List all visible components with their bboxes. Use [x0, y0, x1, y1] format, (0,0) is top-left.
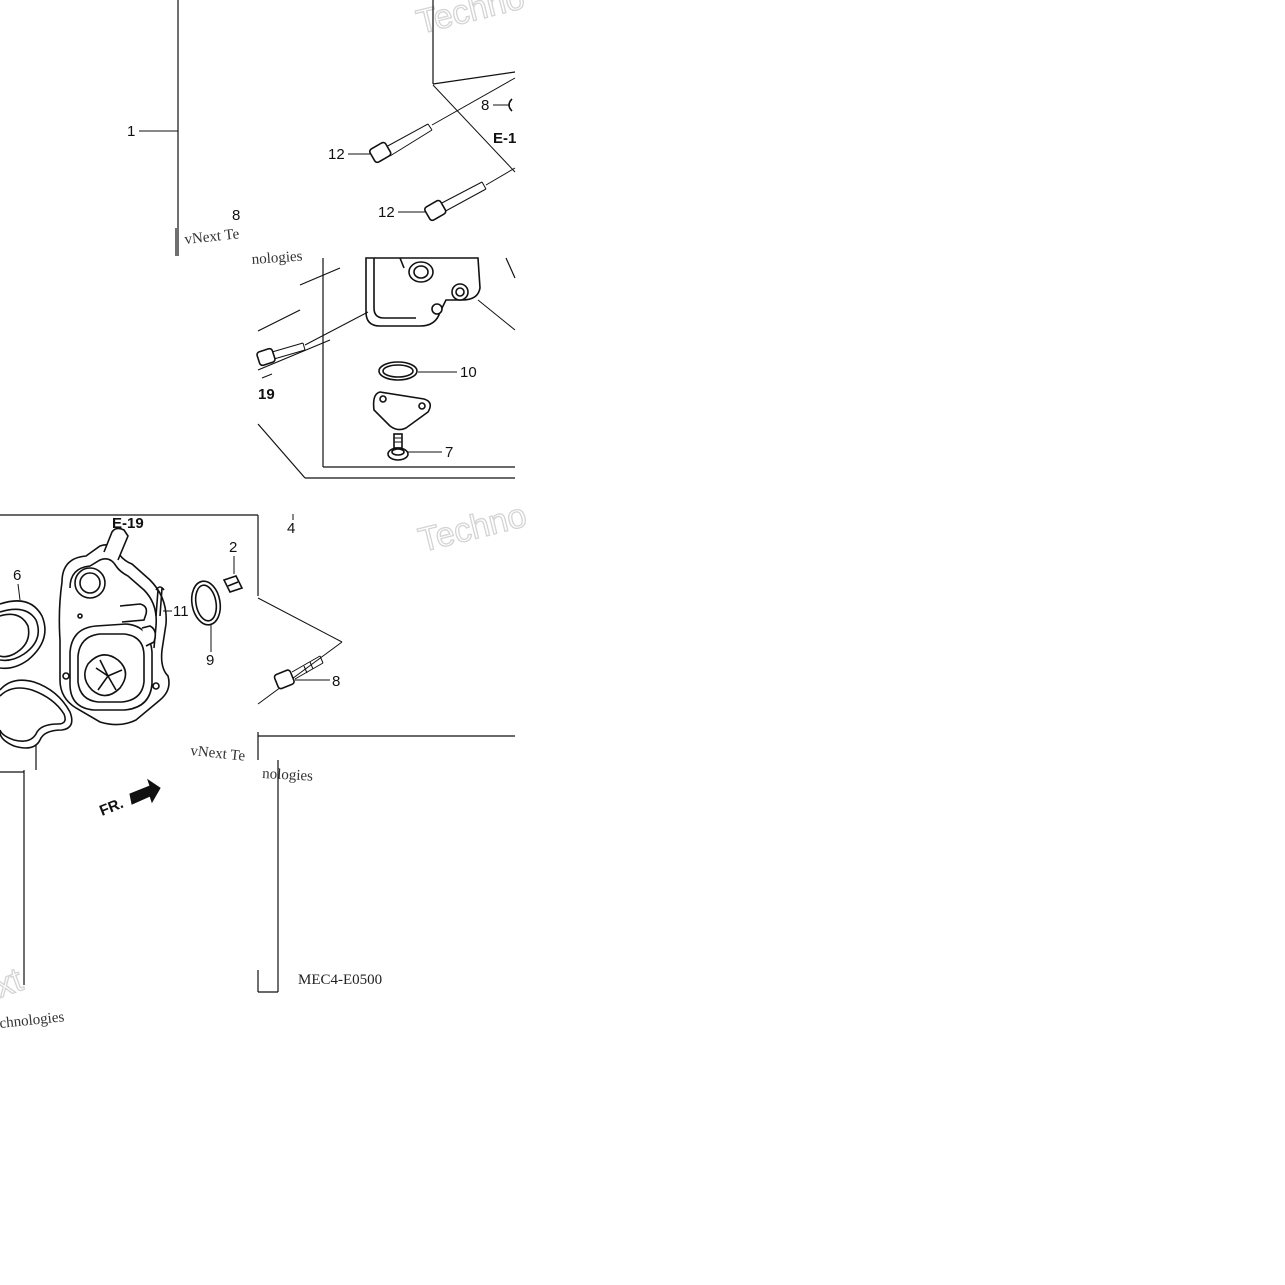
watermark-vnext-bottom: vNext Te — [190, 743, 247, 765]
cover-plate — [372, 391, 432, 431]
gasket-6 — [0, 600, 46, 670]
callout-8-faded: 8 — [232, 207, 240, 224]
front-arrow-icon: FR. — [97, 778, 161, 820]
bolt-12-lower — [424, 167, 516, 222]
callout-4: 4 — [287, 520, 295, 537]
callout-9: 9 — [206, 652, 214, 669]
watermark-nologies-bottom: nologies — [262, 766, 314, 785]
callout-8-lower: 8 — [332, 673, 340, 690]
callout-10: 10 — [460, 364, 477, 381]
thermostat-housing — [365, 257, 516, 331]
callout-2: 2 — [229, 539, 237, 556]
callout-11: 11 — [173, 603, 189, 620]
ref-label-left-partial: 19 — [258, 386, 275, 403]
callout-8-top: 8 — [481, 97, 489, 114]
ref-label-top-partial: E-1 — [493, 130, 516, 147]
part-2-clip — [222, 575, 244, 593]
callout-6: 6 — [13, 567, 21, 584]
clip-11 — [155, 586, 165, 617]
gasket-large — [0, 679, 73, 749]
watermark-techno-top: Techno — [413, 0, 529, 42]
bolt-7 — [387, 433, 409, 461]
bolt-left-housing — [256, 311, 369, 367]
callout-12-lower: 12 — [378, 204, 395, 221]
watermark-vnext-top: vNext Te — [184, 226, 241, 248]
frame-lines — [0, 0, 516, 993]
bolt-12-upper — [369, 77, 516, 173]
water-pump-body — [58, 527, 170, 726]
diagram-code: MEC4-E0500 — [298, 972, 382, 988]
o-ring-9 — [190, 580, 222, 626]
leader-6 — [17, 583, 21, 601]
watermark-techno-mid: Techno — [415, 496, 531, 559]
watermark-chnologies: chnologies — [0, 1009, 65, 1032]
front-marker: FR. — [97, 795, 126, 820]
callout-12-upper: 12 — [328, 146, 345, 163]
callout-7: 7 — [445, 444, 453, 461]
bolt-8-lower — [273, 655, 324, 690]
callout-1: 1 — [127, 123, 135, 140]
watermark-nologies-top: nologies — [251, 248, 303, 268]
